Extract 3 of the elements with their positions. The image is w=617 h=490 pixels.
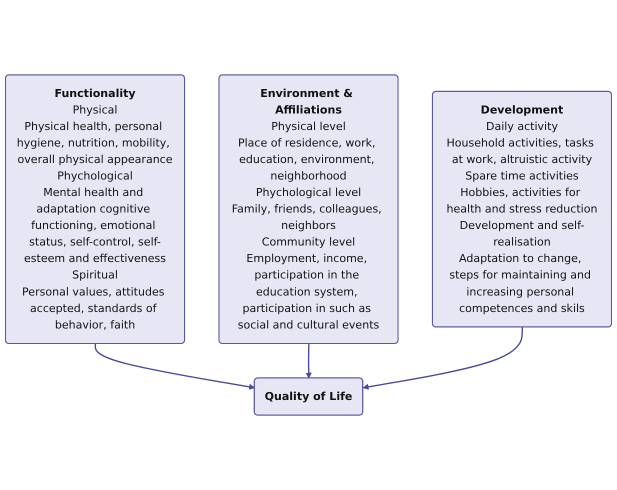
arrow [94, 344, 255, 390]
arrow [306, 344, 312, 379]
arrow [362, 327, 523, 390]
